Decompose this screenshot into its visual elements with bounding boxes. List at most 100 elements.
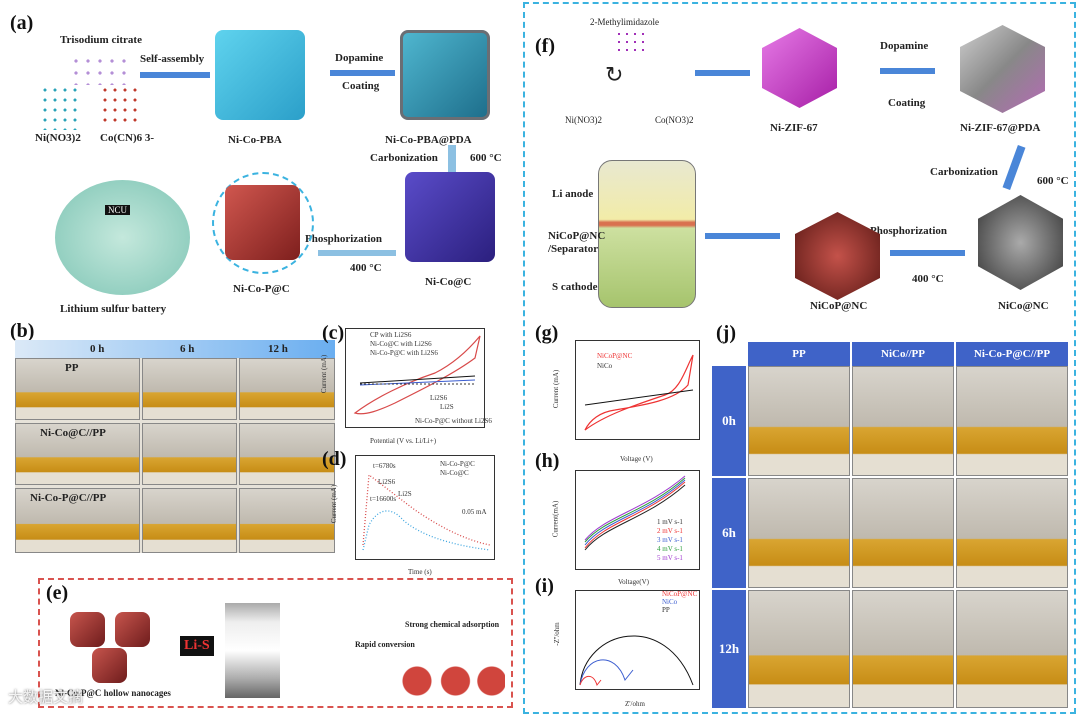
self-assembly-label: Self-assembly [140,53,205,65]
sep-label: NiCoP@NC /Separator [548,230,606,255]
chart-c [345,328,485,428]
f-arrow-1 [695,70,750,76]
c-ann1: Li2S6 [430,394,448,402]
i-leg-1: NiCoP@NC [662,590,698,598]
panel-d-label: (d) [322,448,347,470]
ncu-label: NCU [105,205,131,215]
c-xlabel: Potential (V vs. Li/Li+) [370,437,437,445]
e-cube-1 [70,612,105,647]
nino3-label: Ni(NO3)2 [35,132,81,144]
h-leg-5: 5 mV s-1 [657,554,683,562]
g-ylabel: Current (mA) [552,369,561,409]
e-spheres [395,665,505,697]
mim-molecule [615,30,645,55]
h-xlabel: Voltage(V) [618,578,649,586]
c-leg3: Ni-Co-P@C with Li2S6 [370,349,438,357]
j-photo-r3c1 [748,590,850,708]
i-leg-3: PP [662,606,670,614]
t600-label: 600 °C [470,152,502,164]
header-bar-b [15,340,335,358]
f-coating: Coating [888,97,926,109]
e-lis-label: Li-S [180,636,214,656]
d-ann2: Li2S [398,490,412,498]
f-dopamine: Dopamine [880,40,929,52]
carbonization-label: Carbonization [370,152,438,164]
j-photo-r2c1 [748,478,850,588]
f-arrow-4 [705,233,780,239]
b-12h: 12 h [268,343,288,355]
nicoponc-polyhedron [795,212,880,300]
h-ylabel: Current(mA) [551,500,560,538]
c-leg4: Ni-Co-P@C without Li2S6 [415,417,492,425]
co-molecule [100,85,140,125]
d-ylabel: Current (mA) [330,484,339,524]
h-leg-3: 3 mV s-1 [657,536,683,544]
t400-label: 400 °C [350,262,382,274]
panel-f-label: (f) [535,35,555,57]
lis-battery-label: Lithium sulfur battery [60,303,167,315]
j-photo-r1c2 [852,366,954,476]
chart-g [575,340,700,440]
ni-co-p-c-cube [225,185,300,260]
zif-label: Ni-ZIF-67 [770,122,818,134]
right-panel [523,2,1076,714]
f-carbonization: Carbonization [930,166,998,178]
phosphorization-label: Phosphorization [305,233,383,245]
pba-pda-cube [400,30,490,120]
b-photo-r3c3 [239,488,335,553]
panel-i-label: (i) [535,575,554,597]
b-photo-r2c3 [239,423,335,485]
watermark: 大数据文摘 [8,688,84,706]
arrow-carbonization [448,145,456,173]
b-photo-r1c1 [15,358,140,420]
nicoc-label: Ni-Co@C [425,276,472,288]
f-t400: 400 °C [912,273,944,285]
e-rapid: Rapid conversion [355,640,415,649]
j-photo-r1c1 [748,366,850,476]
j-photo-r3c3 [956,590,1068,708]
chart-h [575,470,700,570]
cycle-icon: ↻ [605,62,624,87]
nicoponc-label: NiCoP@NC [810,300,868,312]
h-leg-2: 2 mV s-1 [657,527,683,535]
dopamine-label: Dopamine [335,52,384,64]
b-6h: 6 h [180,343,195,355]
left-panel: (a) Trisodium citrate Self-assembly Ni(N… [0,0,522,716]
panel-c-label: (c) [322,322,345,344]
panel-b-label: (b) [10,320,35,342]
trisodium-label: Trisodium citrate [60,34,142,46]
chart-d [355,455,495,560]
battery-oval [55,180,190,295]
panel-h-label: (h) [535,450,560,472]
d-leg2: Ni-Co@C [440,469,469,477]
arrow-phosphorization [318,250,396,256]
ni-co-pba-cube [215,30,305,120]
chart-i [575,590,700,690]
d-xlabel: Time (s) [408,568,432,576]
e-strong: Strong chemical adsorption [405,620,500,629]
b-photo-r2c1 [15,423,140,485]
pbapda-label: Ni-Co-PBA@PDA [385,134,472,146]
b-row-nicoc: Ni-Co@C//PP [40,427,106,439]
j-col-nicopc: Ni-Co-P@C//PP [956,342,1068,366]
b-photo-r3c1 [15,488,140,553]
i-ylabel: -Z''/ohm [552,622,561,646]
c-ylabel: Current (mA) [320,354,329,394]
f-cono3: Co(NO3)2 [655,115,694,125]
d-ann1: Li2S6 [378,478,396,486]
j-row-0h: 0h [712,366,746,476]
j-row-6h: 6h [712,478,746,588]
j-photo-r2c2 [852,478,954,588]
b-photo-r1c2 [142,358,237,420]
arrow-dopamine [330,70,395,76]
ni-molecule [40,85,80,130]
c-leg2: Ni-Co@C with Li2S6 [370,340,432,348]
ni-co-c-cube [405,172,495,262]
h-leg-1: 1 mV s-1 [657,518,683,526]
b-photo-r1c3 [239,358,335,420]
e-cube-2 [115,612,150,647]
li-anode-label: Li anode [552,188,594,200]
j-col-nico: NiCo//PP [852,342,954,366]
j-photo-r3c2 [852,590,954,708]
arrow-self-assembly [140,72,210,78]
